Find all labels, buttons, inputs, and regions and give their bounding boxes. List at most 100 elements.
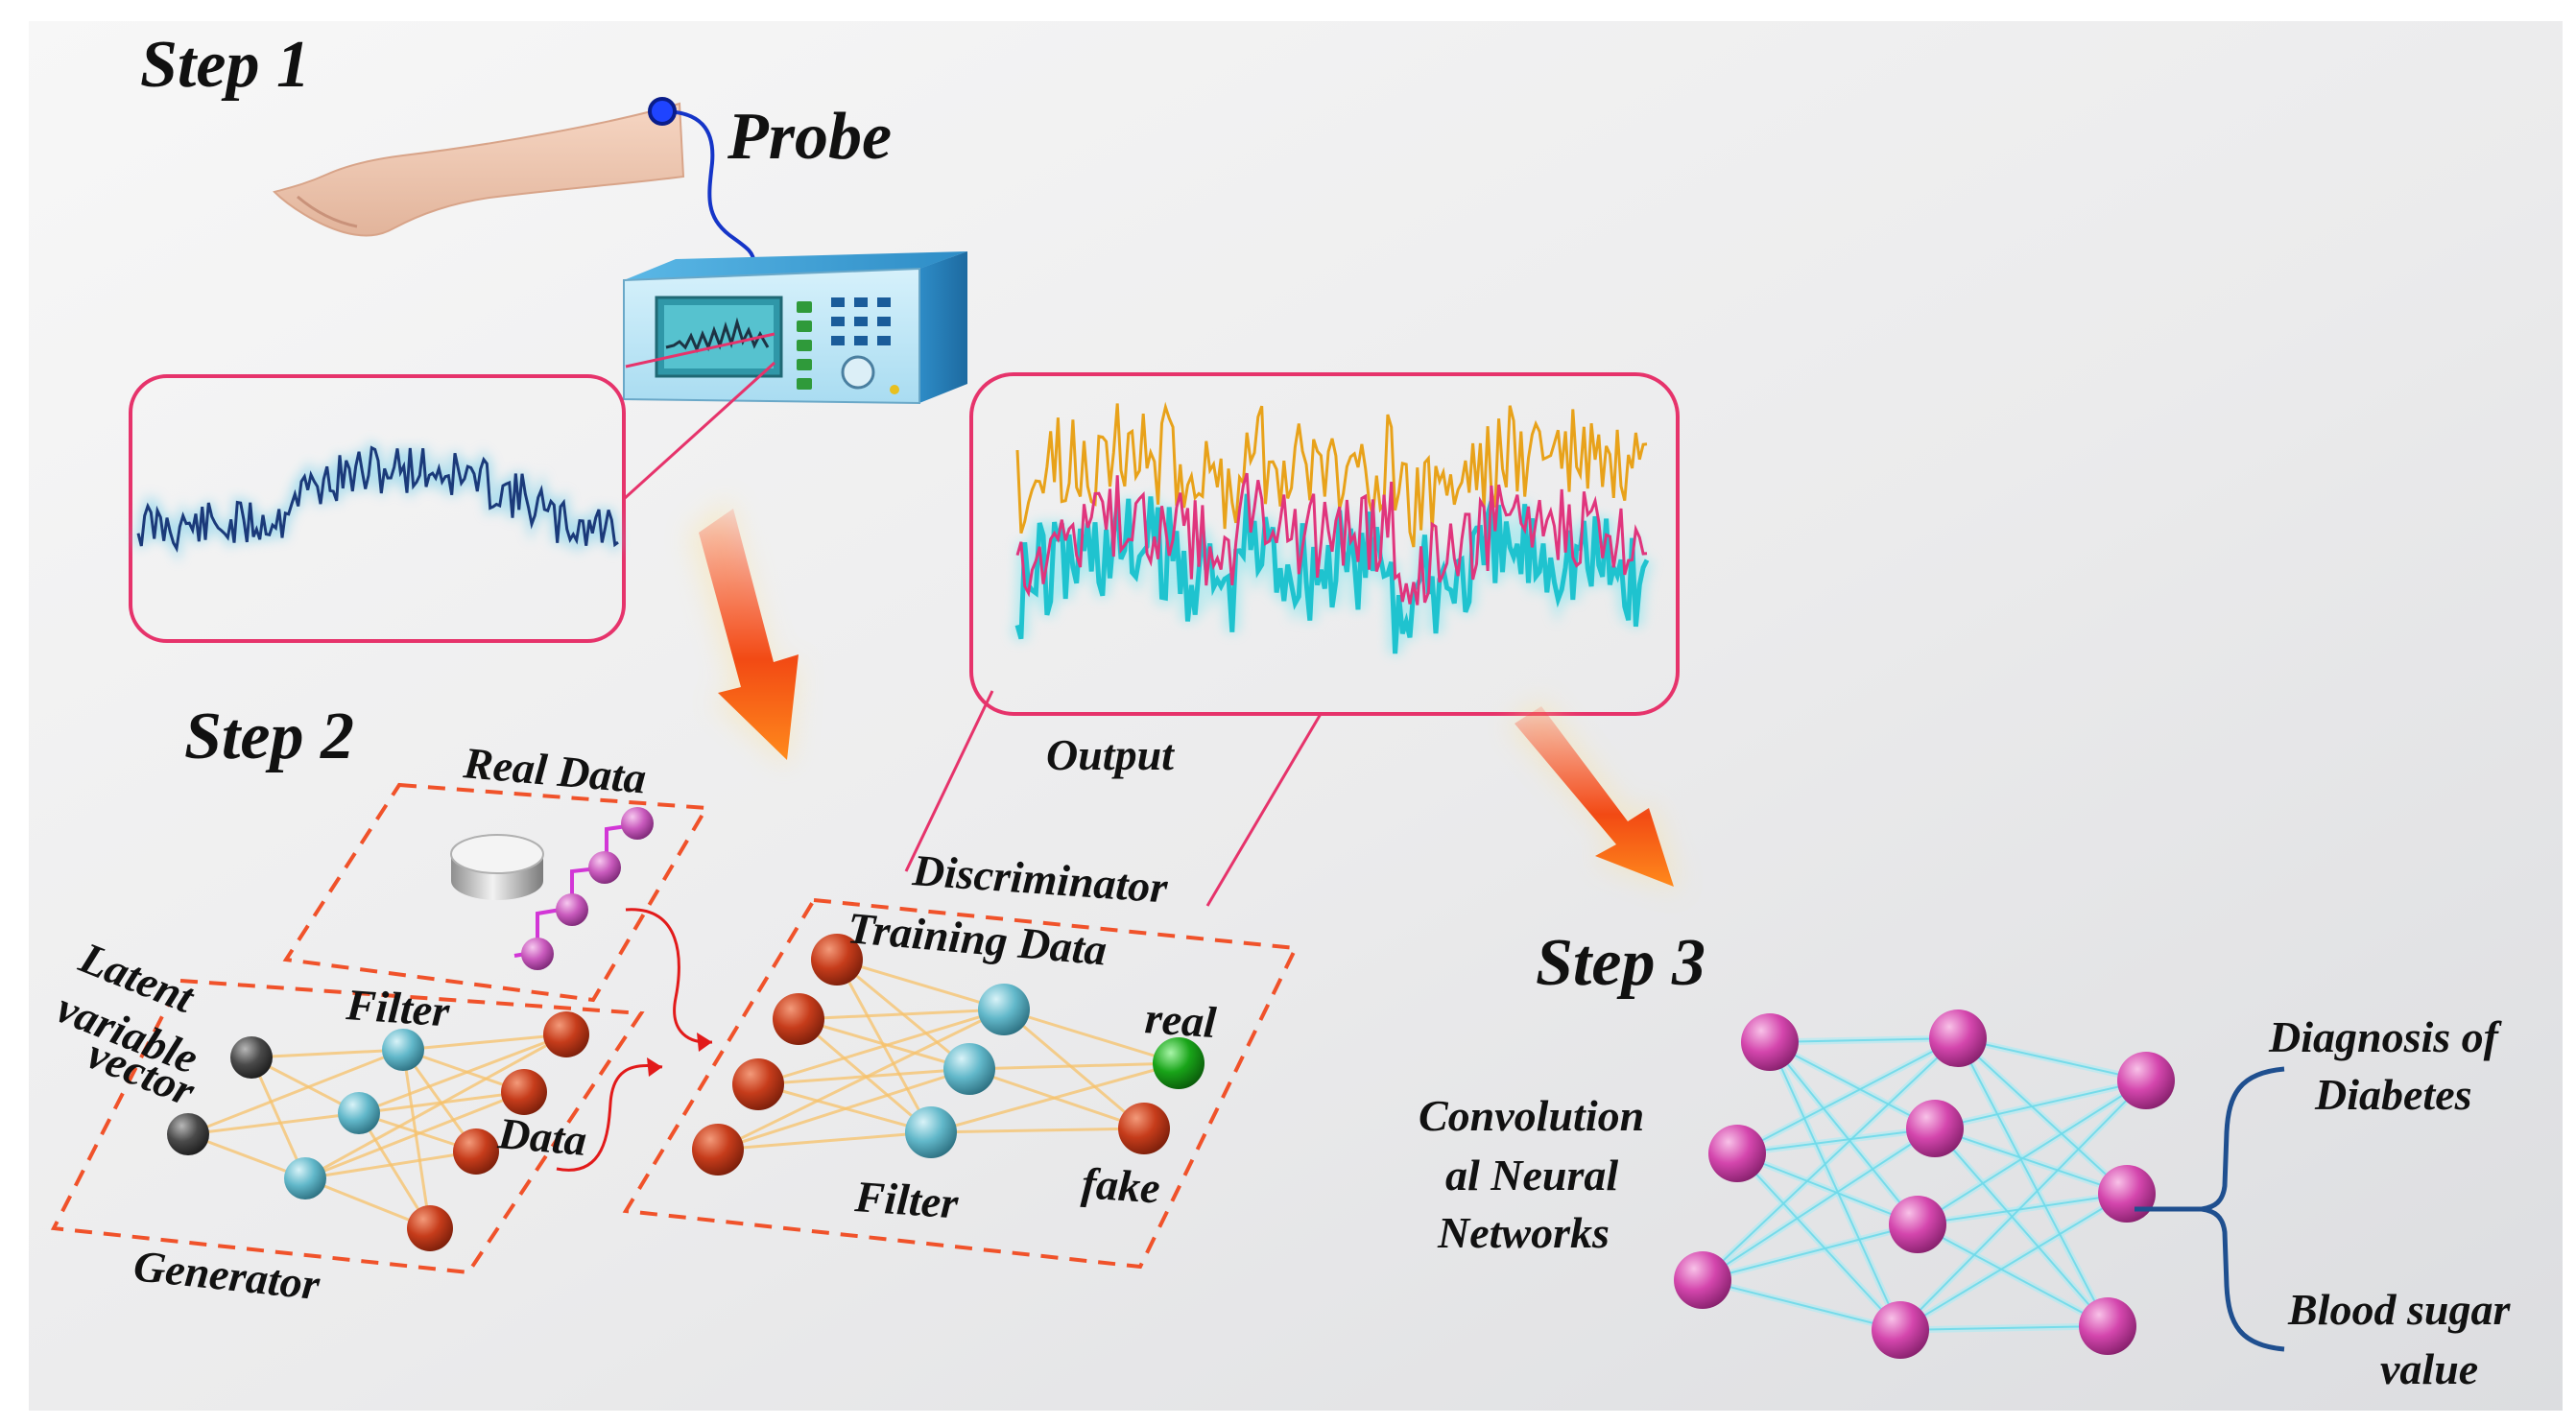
generator-filter-node bbox=[382, 1029, 424, 1071]
generator-edge bbox=[358, 1033, 567, 1115]
cnn-input-node bbox=[1708, 1125, 1766, 1182]
output-connector-right bbox=[1205, 713, 1323, 907]
cnn-hidden-node bbox=[1929, 1009, 1987, 1067]
real-data-node bbox=[556, 893, 588, 926]
generator-edge bbox=[304, 1090, 525, 1180]
discriminator-edge bbox=[1003, 1008, 1180, 1065]
down-arrow-icon bbox=[689, 499, 799, 768]
generator-data-node bbox=[453, 1128, 499, 1175]
cnn-edge bbox=[1934, 1128, 2128, 1195]
zoom-line-bottom bbox=[622, 361, 776, 501]
generator-filter-node bbox=[338, 1092, 380, 1134]
cnn-edge bbox=[1917, 1193, 2128, 1225]
brace-icon bbox=[2201, 1066, 2285, 1352]
output-signal-cyan bbox=[1014, 493, 1650, 654]
discriminator-edge bbox=[717, 1067, 970, 1152]
generator-edge bbox=[187, 1111, 360, 1136]
cnn-hidden-node bbox=[1889, 1196, 1946, 1253]
raw-signal-waveform bbox=[133, 440, 621, 563]
oscilloscope-icon bbox=[623, 251, 967, 405]
real-output-node bbox=[1153, 1037, 1205, 1089]
blood-sugar-label-line-1: Blood sugar bbox=[2287, 1285, 2511, 1334]
cnn-nodes bbox=[1674, 1009, 2175, 1359]
output-signal-orange bbox=[1015, 401, 1648, 548]
cnn-label-line-3: Networks bbox=[1437, 1208, 1610, 1257]
flow-arrows bbox=[556, 908, 713, 1172]
cnn-edge bbox=[1917, 1223, 2109, 1327]
discriminator-edge bbox=[836, 958, 1005, 1011]
cnn-label-line-1: Convolution bbox=[1419, 1091, 1644, 1140]
training-data-node bbox=[811, 934, 863, 986]
arm-icon bbox=[273, 102, 685, 237]
cnn-edge bbox=[1769, 1041, 1936, 1129]
discriminator-edge bbox=[798, 1008, 1005, 1021]
discriminator-filter-node bbox=[905, 1106, 957, 1158]
discriminator-edge bbox=[968, 1067, 1145, 1130]
discriminator-edge bbox=[930, 1061, 1180, 1134]
cnn-edge bbox=[1736, 1152, 1919, 1225]
cnn-edge bbox=[1899, 1325, 2109, 1331]
cnn-input-node bbox=[1674, 1251, 1731, 1309]
probe-icon bbox=[648, 97, 756, 265]
cnn-edge bbox=[1957, 1037, 2128, 1195]
cnn-edge bbox=[1899, 1080, 2147, 1331]
diagnosis-label-line-1: Diagnosis of bbox=[2268, 1012, 2503, 1061]
real-data-node bbox=[521, 938, 554, 970]
generator-edge bbox=[250, 1057, 307, 1179]
discriminator-edge bbox=[930, 1127, 1145, 1134]
output-signal-magenta bbox=[1015, 472, 1648, 606]
generator-edge bbox=[304, 1033, 567, 1180]
generator-data-node bbox=[407, 1205, 453, 1251]
discriminator-edge bbox=[757, 1008, 1005, 1086]
discriminator-box bbox=[622, 897, 1300, 1270]
diagnosis-label-line-2: Diabetes bbox=[2314, 1070, 2472, 1119]
generator-filter-node bbox=[284, 1157, 326, 1199]
cnn-edge bbox=[1736, 1152, 1901, 1331]
training-data-node bbox=[732, 1058, 784, 1110]
generator-edge bbox=[187, 1048, 404, 1136]
generator-data-node bbox=[501, 1069, 547, 1115]
discriminator-edge bbox=[717, 1130, 932, 1152]
blood-sugar-label-line-2: value bbox=[2380, 1344, 2478, 1393]
output-label: Output bbox=[1046, 730, 1175, 779]
cnn-edge bbox=[1702, 1223, 1919, 1281]
real-data-nodes bbox=[521, 807, 654, 970]
data-label: Data bbox=[495, 1108, 588, 1165]
cnn-edge bbox=[1899, 1193, 2128, 1331]
training-data-node bbox=[773, 993, 824, 1045]
discriminator-nodes bbox=[692, 934, 1205, 1176]
discriminator-filter-node bbox=[978, 984, 1030, 1035]
real-data-box bbox=[282, 782, 710, 1003]
latent-node bbox=[230, 1036, 273, 1079]
generator-edge bbox=[304, 1150, 477, 1180]
discriminator-filter-label: Filter bbox=[852, 1172, 961, 1228]
generator-nodes bbox=[167, 1011, 589, 1251]
generator-box bbox=[50, 978, 645, 1275]
latent-node bbox=[167, 1113, 209, 1155]
real-data-node bbox=[588, 851, 621, 884]
output-frame bbox=[969, 372, 1680, 716]
discriminator-edge bbox=[717, 1008, 1005, 1152]
real-data-node bbox=[621, 807, 654, 840]
cnn-edge bbox=[1736, 1037, 1959, 1154]
probe-label: Probe bbox=[727, 100, 892, 174]
cnn-edge bbox=[1917, 1080, 2147, 1225]
down-arrow-icon bbox=[1509, 699, 1680, 891]
cnn-output-node bbox=[2098, 1165, 2156, 1223]
discriminator-edge bbox=[1003, 1008, 1145, 1130]
raw-signal-line bbox=[136, 445, 619, 553]
discriminator-filter-node bbox=[943, 1043, 995, 1095]
zoom-line-top bbox=[625, 332, 775, 368]
cnn-edge bbox=[1934, 1128, 2109, 1327]
cnn-output-node bbox=[2117, 1052, 2175, 1109]
cnn-edge bbox=[1769, 1041, 1919, 1225]
database-cylinder-icon bbox=[450, 834, 544, 900]
cnn-edge bbox=[1702, 1279, 1901, 1331]
cnn-edge bbox=[1736, 1128, 1936, 1154]
step1-title: Step 1 bbox=[140, 28, 310, 102]
real-label: real bbox=[1143, 993, 1218, 1047]
generator-data-node bbox=[543, 1011, 589, 1057]
cnn-edge bbox=[1957, 1037, 2147, 1081]
training-data-node bbox=[692, 1124, 744, 1176]
step3-title: Step 3 bbox=[1536, 926, 1705, 1000]
